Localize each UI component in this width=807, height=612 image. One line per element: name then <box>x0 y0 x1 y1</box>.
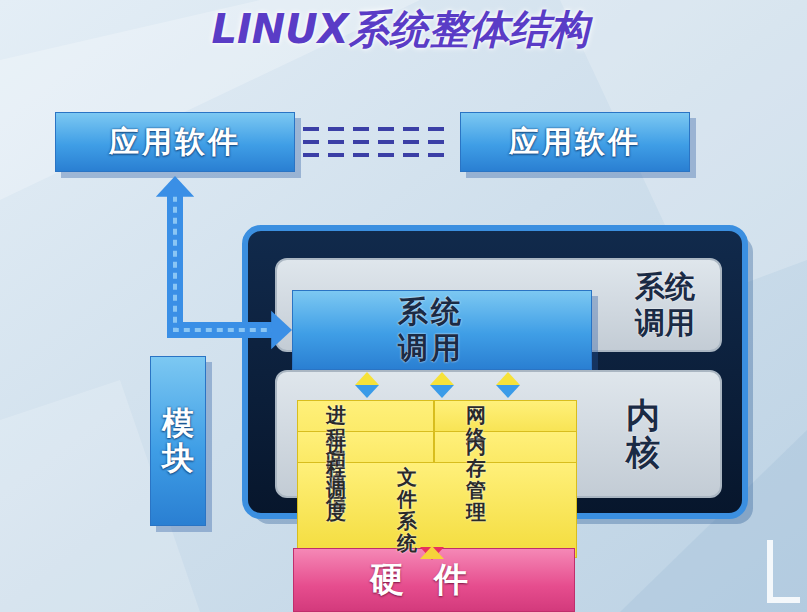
kernel-layer: 内核进程间通信网络进程调度内存管理文件系统 <box>275 370 722 498</box>
arrow-shaft <box>175 196 272 330</box>
node-label: 系统 调用 <box>632 269 698 341</box>
dashed-link <box>303 127 452 131</box>
node-label: 进程调度 <box>326 435 346 523</box>
app-box: 应用软件 <box>55 112 295 172</box>
app-box: 应用软件 <box>460 112 690 172</box>
hardware-box: 硬件 <box>293 548 575 612</box>
connector <box>303 129 452 155</box>
node-label: 应用软件 <box>509 122 641 163</box>
syscall-layer: 系统 调用系统调用 <box>275 258 722 352</box>
connector <box>156 176 292 349</box>
corner-mark <box>770 540 800 600</box>
arrow-head <box>156 176 194 197</box>
node-label: 系统调用 <box>398 294 464 366</box>
syscall-box: 系统调用 <box>292 290 592 370</box>
node-label: 内核 <box>626 397 660 472</box>
node-label: 内存管理 <box>466 435 486 523</box>
node-label: 文件系统 <box>397 466 417 554</box>
dashed-link <box>303 153 452 157</box>
dashed-link <box>303 140 452 144</box>
node-label: 硬件 <box>370 557 498 603</box>
node-label: 模块 <box>162 406 194 476</box>
node-label: 应用软件 <box>109 122 241 163</box>
diagram-title: LINUX系统整体结构 <box>60 4 740 54</box>
arrow-highlight <box>175 196 272 330</box>
module-box: 模块 <box>150 356 206 526</box>
